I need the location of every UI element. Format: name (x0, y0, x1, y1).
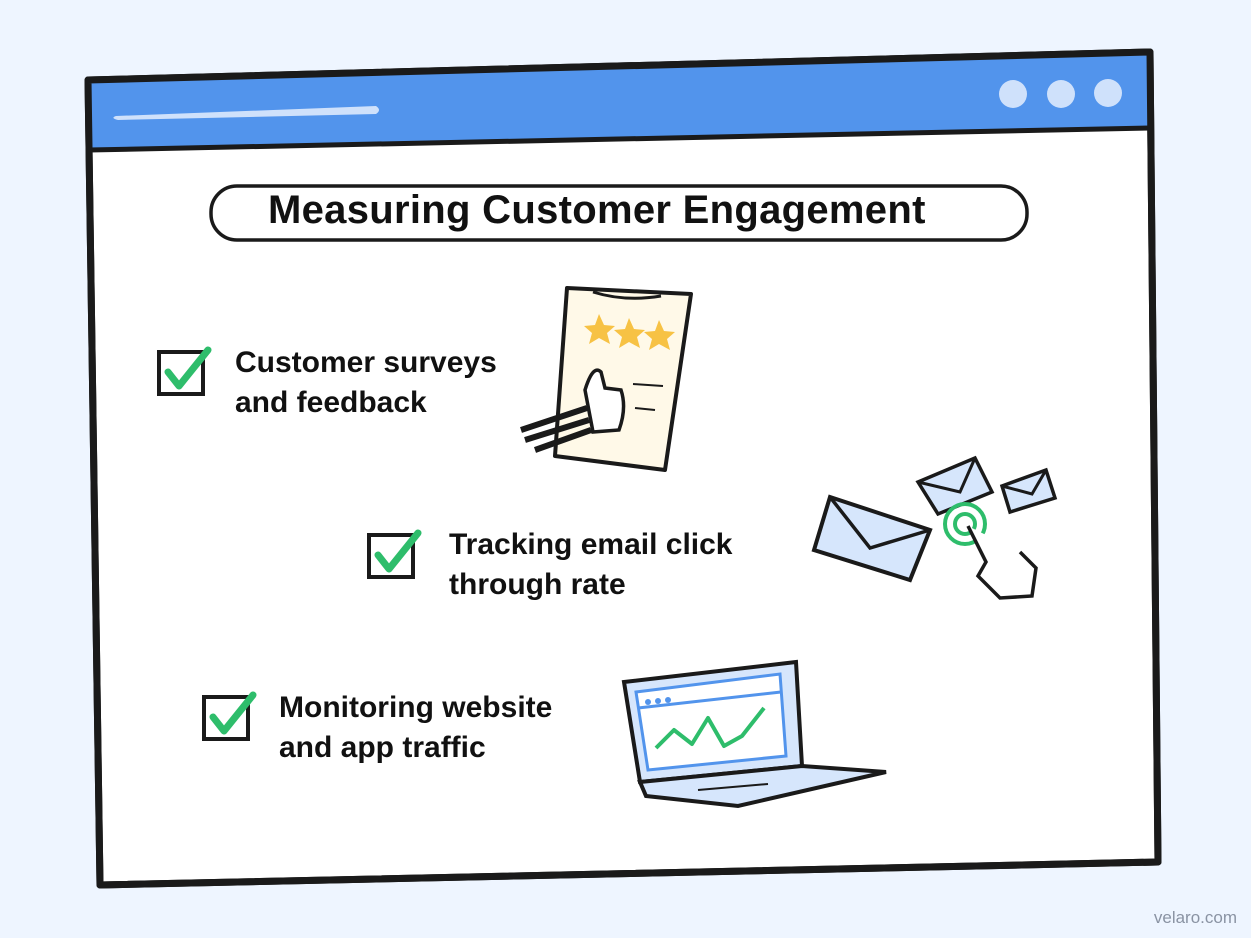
checkbox-checked-icon (157, 346, 212, 396)
page-title: Measuring Customer Engagement (268, 188, 926, 232)
rating-clipboard-icon (520, 286, 693, 472)
title-bar (88, 52, 1151, 150)
watermark: velaro.com (1153, 908, 1237, 927)
window-dot-icon (1094, 79, 1122, 107)
item-line: through rate (449, 568, 626, 601)
item-line: and app traffic (279, 731, 486, 764)
item-line: Monitoring website (279, 691, 553, 724)
checkbox-checked-icon (202, 691, 257, 741)
item-customer-surveys: Customer surveys and feedback (235, 343, 497, 423)
email-click-icon (811, 455, 1058, 600)
address-bar (113, 106, 379, 120)
checkbox-checked-icon (367, 529, 422, 579)
laptop-chart-icon (621, 659, 887, 809)
title-pill (209, 184, 1029, 242)
item-line: Customer surveys (235, 346, 497, 379)
item-line: and feedback (235, 386, 427, 419)
item-line: Tracking email click (449, 528, 733, 561)
window-dot-icon (1047, 80, 1075, 108)
item-email-tracking: Tracking email click through rate (449, 525, 733, 605)
item-website-traffic: Monitoring website and app traffic (279, 688, 552, 768)
window-dot-icon (999, 80, 1027, 108)
